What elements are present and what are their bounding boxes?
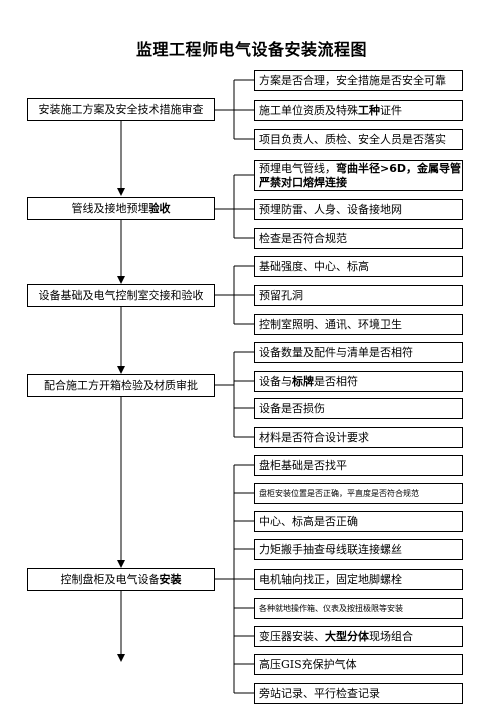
detail-box: 各种就地操作箱、仪表及按扭极限等安装 <box>254 598 463 619</box>
stage-label: 管线及接地预埋 <box>71 201 149 215</box>
detail-box: 力矩搬手抽查母线联连接螺丝 <box>254 539 463 560</box>
stage-box-unpacking-inspection: 配合施工方开箱检验及材质审批 <box>27 374 215 397</box>
detail-box: 设备是否损伤 <box>254 398 463 419</box>
stage-label-bold: 安装 <box>159 572 182 586</box>
detail-box: 高压GIS充保护气体 <box>254 654 463 675</box>
detail-box: 基础强度、中心、标高 <box>254 256 463 277</box>
stage-box-cabinet-installation: 控制盘柜及电气设备安装 <box>27 568 215 591</box>
detail-box: 旁站记录、平行检查记录 <box>254 683 463 704</box>
detail-box: 盘柜安装位置是否正确，平直度是否符合规范 <box>254 483 463 504</box>
stage-label: 设备基础及电气控制室交接和验收 <box>38 288 204 302</box>
stage-box-foundation-handover: 设备基础及电气控制室交接和验收 <box>27 284 215 307</box>
detail-box: 预埋防雷、人身、设备接地网 <box>254 199 463 220</box>
stage-box-plan-review: 安装施工方案及安全技术措施审查 <box>27 98 215 121</box>
stage-label-bold: 验收 <box>148 201 171 215</box>
detail-box: 设备数量及配件与清单是否相符 <box>254 342 463 363</box>
stage-label: 配合施工方开箱检验及材质审批 <box>44 378 198 392</box>
detail-box: 检查是否符合规范 <box>254 228 463 249</box>
detail-box: 控制室照明、通讯、环境卫生 <box>254 314 463 335</box>
detail-box: 方案是否合理，安全措施是否安全可靠 <box>254 70 463 91</box>
detail-box: 盘柜基础是否找平 <box>254 455 463 476</box>
detail-box: 预留孔洞 <box>254 285 463 306</box>
detail-box: 电机轴向找正，固定地脚螺栓 <box>254 569 463 590</box>
detail-box: 预埋电气管线，弯曲半径>6D，金属导管严禁对口熔焊连接 <box>254 160 463 191</box>
detail-box: 中心、标高是否正确 <box>254 511 463 532</box>
detail-box: 施工单位资质及特殊工种证件 <box>254 100 463 121</box>
diagram-title: 监理工程师电气设备安装流程图 <box>135 40 367 59</box>
stage-label: 控制盘柜及电气设备 <box>60 572 160 586</box>
detail-box: 项目负责人、质检、安全人员是否落实 <box>254 129 463 150</box>
detail-box: 材料是否符合设计要求 <box>254 427 463 448</box>
stage-label: 安装施工方案及安全技术措施审查 <box>38 102 204 116</box>
detail-box: 变压器安装、大型分体现场组合 <box>254 626 463 647</box>
stage-box-embedded-pipes: 管线及接地预埋验收 <box>27 197 215 220</box>
detail-box: 设备与标牌是否相符 <box>254 371 463 392</box>
